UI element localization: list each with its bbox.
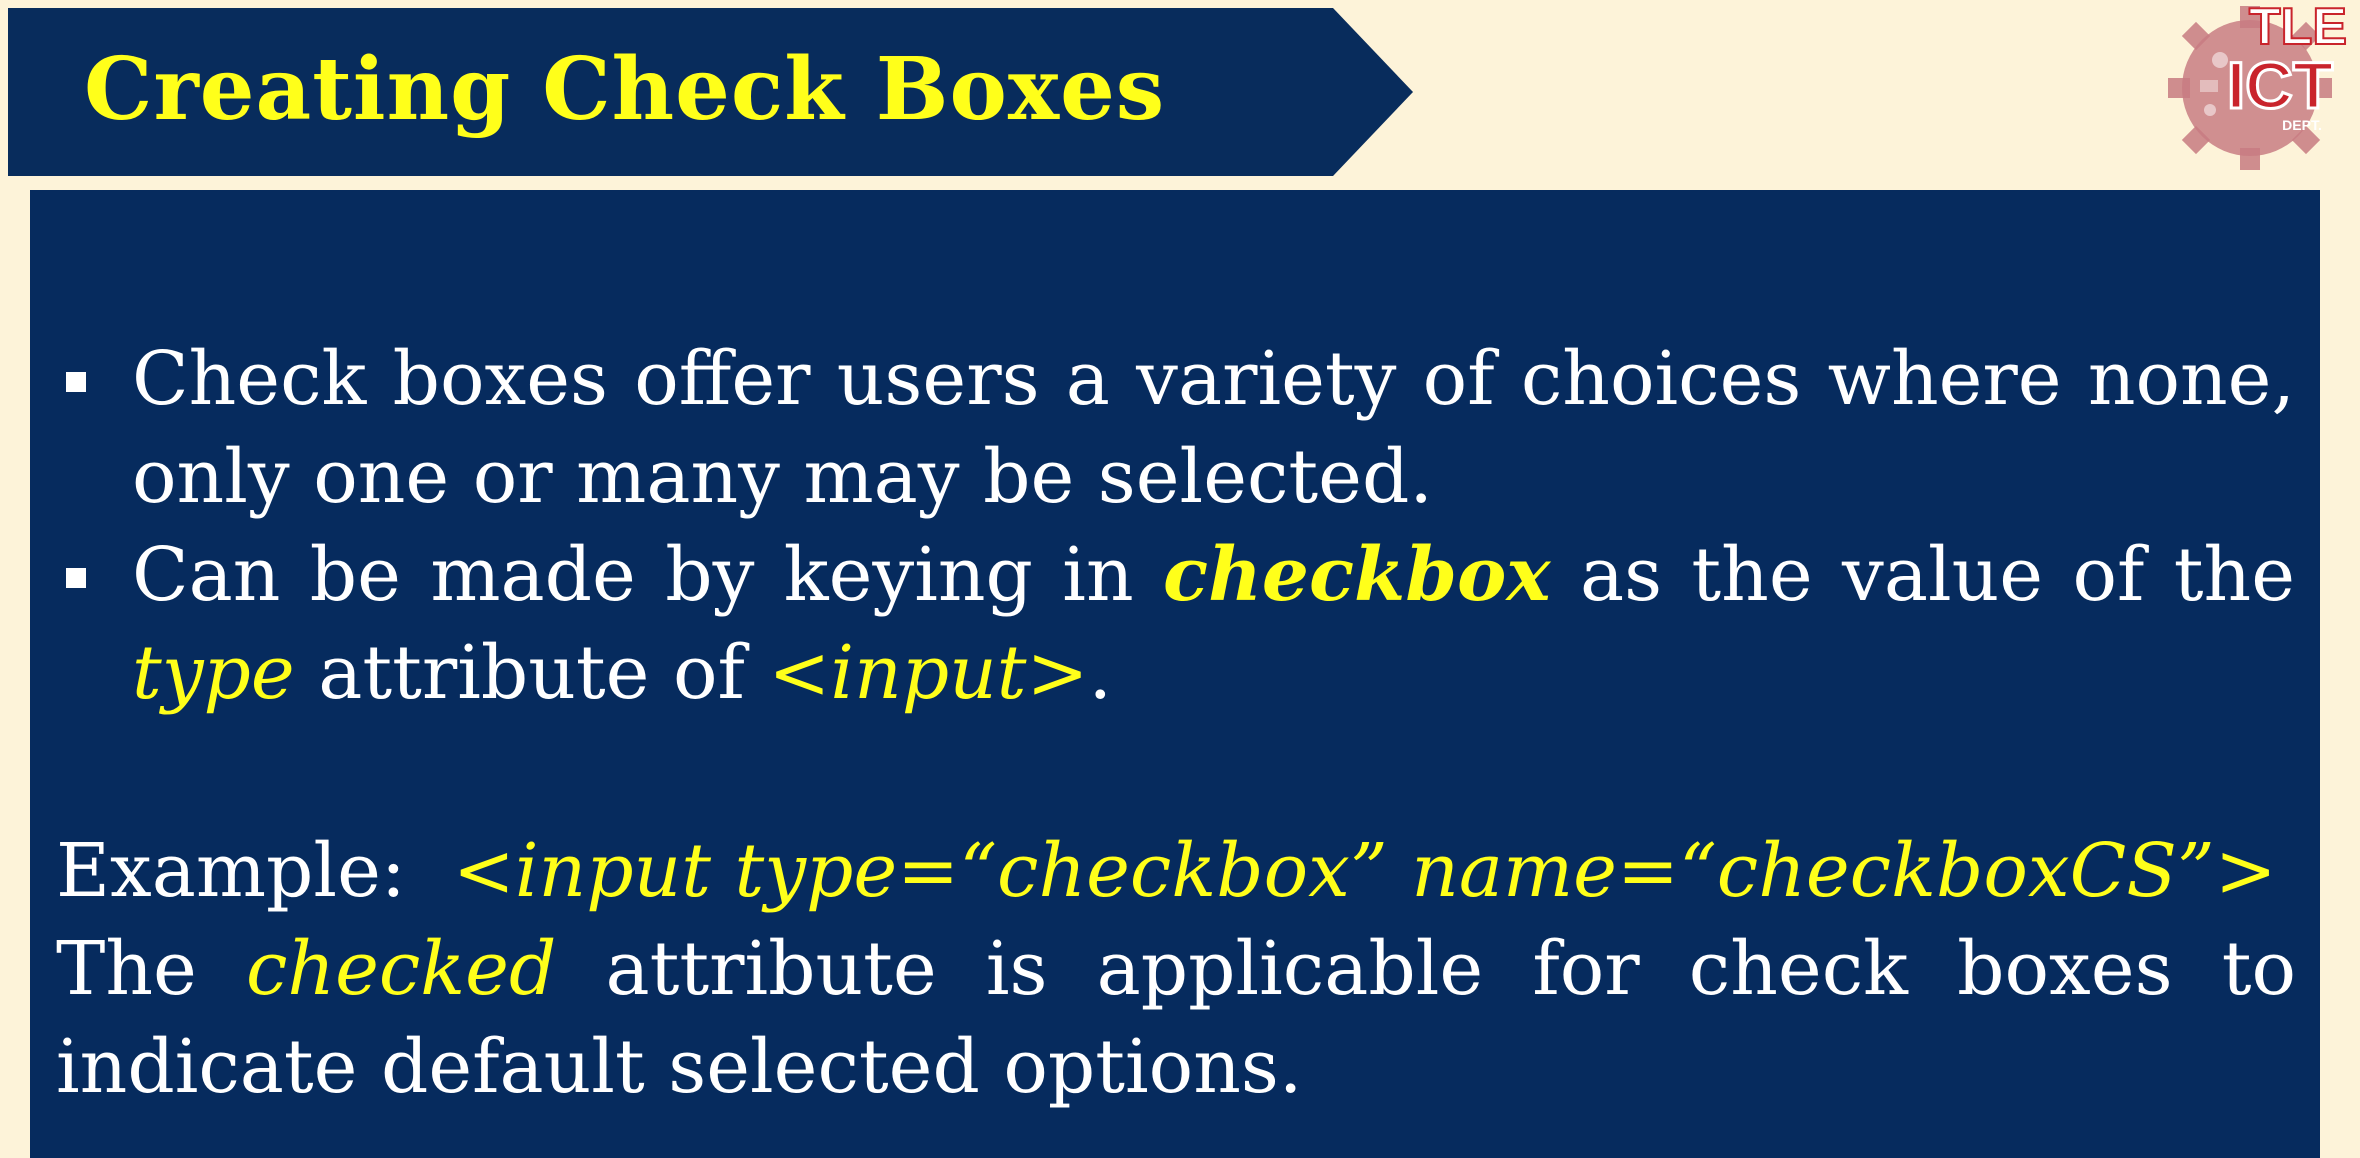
note-text: attribute is applicable for check boxes … <box>56 926 2296 1110</box>
content-panel <box>30 190 2320 1158</box>
logo-text-dept: DEPT. <box>2282 117 2322 133</box>
bullet-text: as the value of the <box>1550 532 2295 618</box>
logo-text-tle: TLE <box>2249 0 2347 56</box>
example-code: <input type=“checkbox” name=“checkboxCS”… <box>452 828 2277 914</box>
note-text: The <box>56 926 246 1012</box>
logo-text-ict: ICT <box>2227 48 2333 122</box>
square-bullet-icon <box>66 568 86 588</box>
note-paragraph: The checked attribute is applicable for … <box>56 920 2296 1116</box>
keyword-checkbox: checkbox <box>1163 532 1551 618</box>
tle-ict-logo: TLE ICT DEPT. <box>2168 0 2348 170</box>
slide-title: Creating Check Boxes <box>84 39 1166 140</box>
example-line: Example: <input type=“checkbox” name=“ch… <box>56 822 2296 920</box>
bullet-text: Check boxes offer users a variety of cho… <box>132 336 2295 520</box>
bullet-text: attribute of <box>294 630 769 716</box>
bullet-item: Check boxes offer users a variety of cho… <box>60 330 2295 526</box>
bullet-item: Can be made by keying in checkbox as the… <box>60 526 2295 722</box>
example-label: Example: <box>56 828 406 914</box>
title-banner <box>8 8 1413 176</box>
keyword-checked: checked <box>245 926 557 1012</box>
bullet-list: Check boxes offer users a variety of cho… <box>60 330 2295 722</box>
keyword-type: type <box>132 630 295 716</box>
gear-icon <box>2168 6 2332 170</box>
bullet-text: . <box>1088 630 1113 716</box>
square-bullet-icon <box>66 372 86 392</box>
keyword-input-tag: <input> <box>768 630 1089 716</box>
bullet-text: Can be made by keying in <box>132 532 1164 618</box>
